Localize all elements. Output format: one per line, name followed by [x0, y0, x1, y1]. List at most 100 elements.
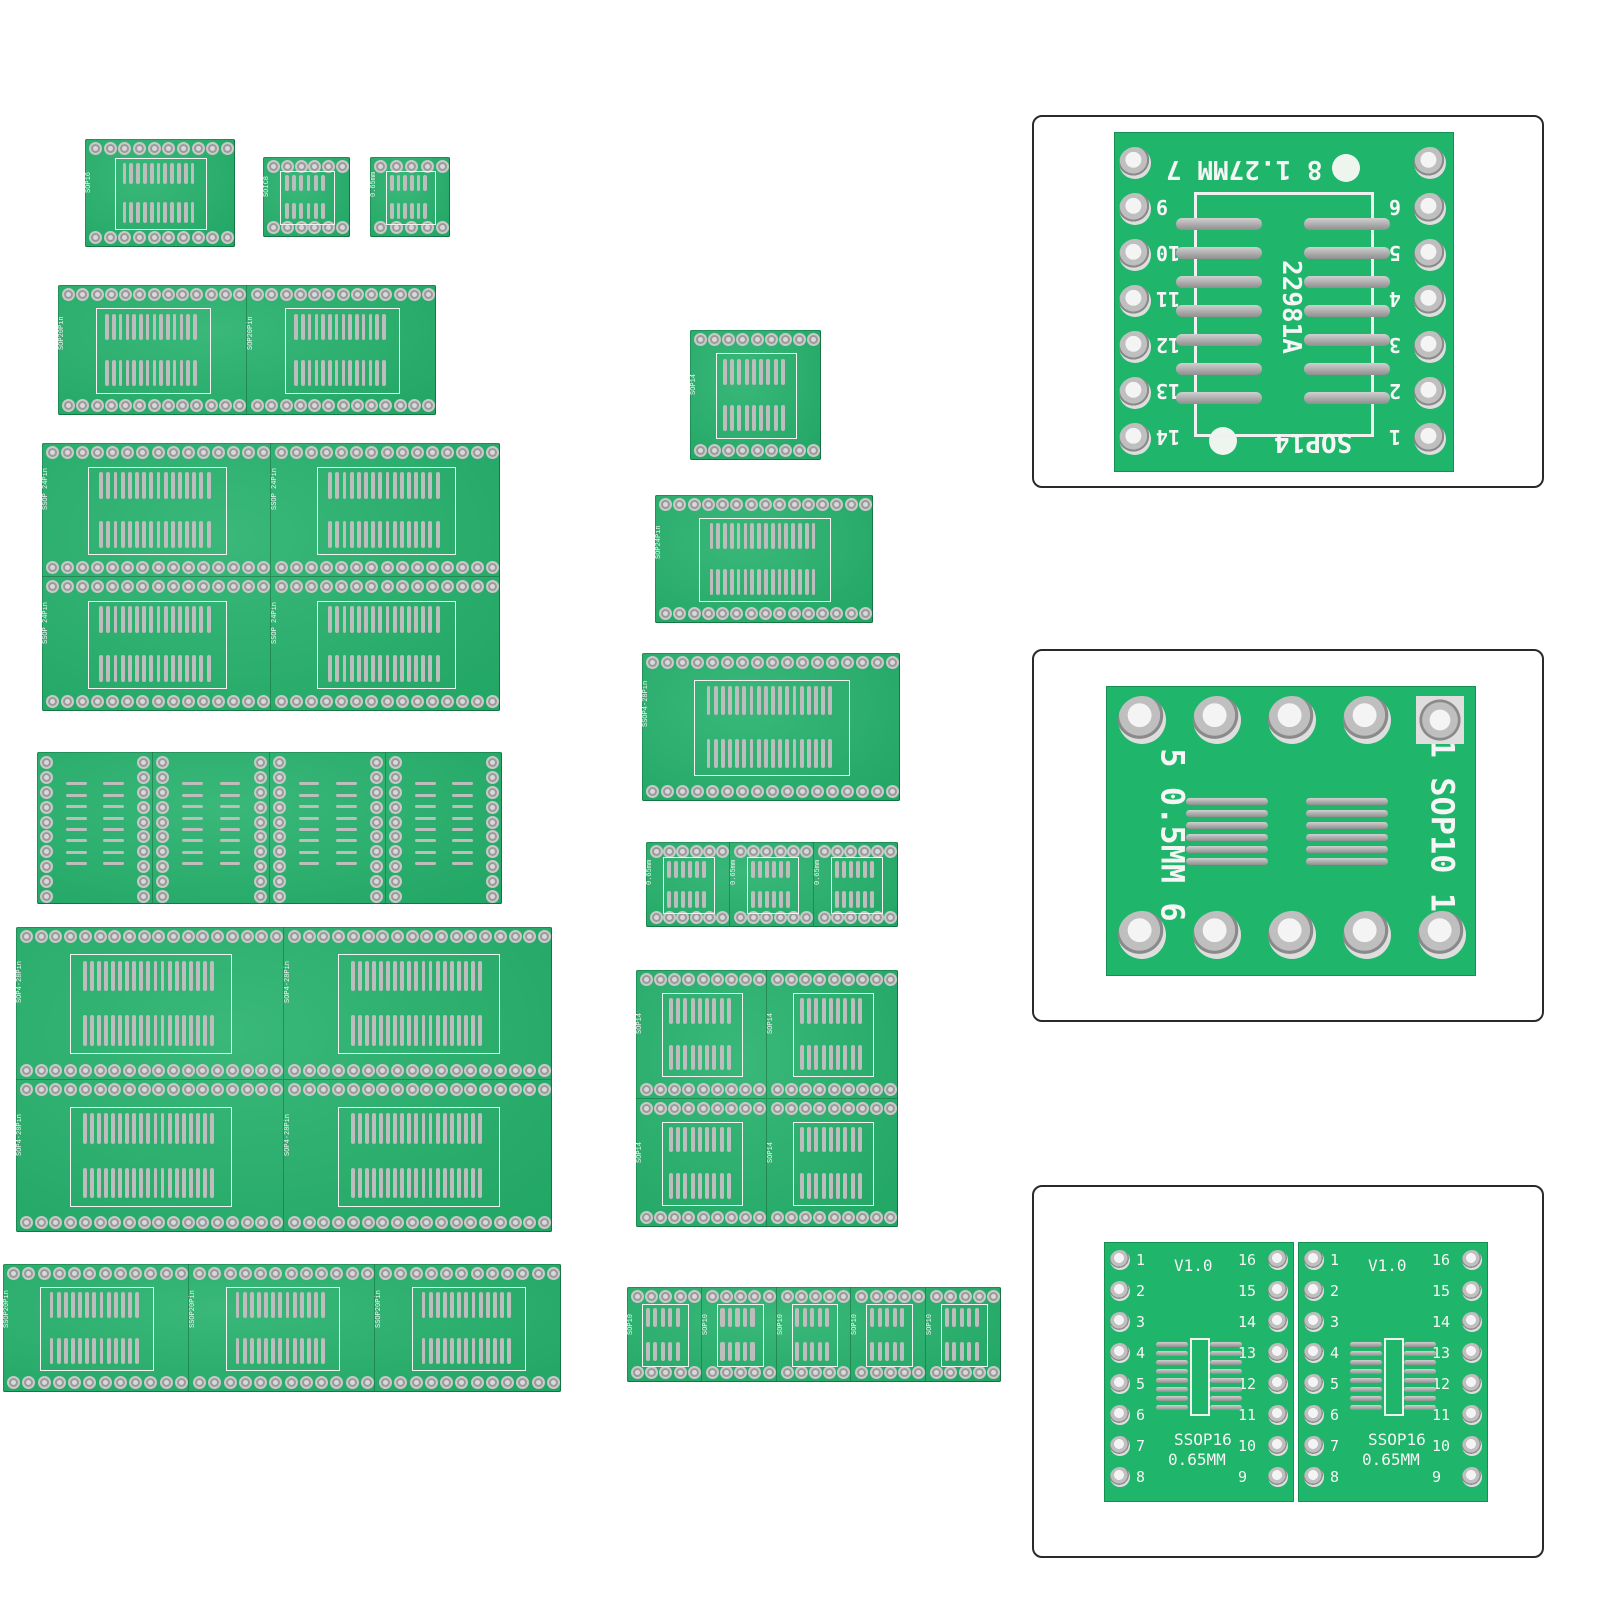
smd-pad	[1350, 1405, 1382, 1410]
through-hole-pad	[783, 787, 792, 796]
smd-pad	[723, 523, 727, 549]
pcb-cell: SSOP 24Pin	[271, 577, 500, 711]
through-hole-pad	[427, 448, 437, 457]
smd-pad	[335, 850, 357, 854]
through-hole-pad	[549, 1378, 558, 1387]
smd-pad	[959, 1307, 964, 1327]
through-hole-pad	[382, 448, 392, 457]
smd-pad	[371, 654, 376, 682]
through-hole-pad	[304, 1084, 314, 1094]
smd-pad	[118, 1113, 123, 1144]
pin-number: 14	[1156, 425, 1181, 449]
through-hole-pad	[135, 233, 144, 242]
through-hole-pad	[390, 758, 400, 767]
through-hole-pad	[348, 1065, 358, 1075]
smd-pad	[219, 816, 241, 820]
smd-pad	[111, 1015, 116, 1046]
through-hole-pad	[168, 563, 178, 572]
smd-pad	[676, 1173, 681, 1199]
through-hole-pad	[488, 772, 497, 782]
smd-pad	[335, 805, 357, 809]
through-hole-pad	[723, 658, 732, 667]
through-hole-pad	[442, 1378, 452, 1387]
zoom-panel-sop10: 5 0.5MM 6 1 SOP10 10	[1032, 649, 1544, 1022]
smd-pad	[836, 1044, 841, 1071]
smd-pad	[256, 1338, 261, 1364]
smd-pad	[1350, 1360, 1382, 1365]
pin-number: 2	[1389, 379, 1402, 403]
through-hole-pad	[139, 847, 149, 857]
smd-pad	[182, 862, 204, 866]
smd-pad	[199, 520, 204, 548]
through-hole-pad	[656, 1103, 666, 1113]
smd-pad	[709, 523, 714, 549]
through-hole-pad	[871, 1103, 881, 1113]
through-hole-pad	[1268, 696, 1316, 744]
smd-pad	[668, 1044, 673, 1071]
through-hole-pad	[225, 1378, 235, 1387]
through-hole-pad	[158, 847, 168, 857]
through-hole-pad	[390, 877, 400, 887]
smd-pad	[456, 1167, 461, 1199]
smd-pad	[256, 1292, 261, 1318]
through-hole-pad	[801, 1213, 811, 1222]
smd-pad	[356, 520, 361, 548]
smd-pad	[192, 606, 197, 634]
through-hole-pad	[540, 932, 549, 941]
smd-pad	[306, 174, 311, 191]
through-hole-pad	[95, 932, 105, 941]
through-hole-pad	[274, 862, 284, 872]
smd-pad	[299, 1292, 304, 1318]
smd-pad	[821, 1044, 826, 1071]
smd-pad	[759, 405, 764, 432]
smd-pad	[299, 203, 304, 220]
smd-pad	[136, 201, 140, 224]
smd-pad	[172, 313, 177, 340]
through-hole-pad	[334, 932, 344, 941]
through-hole-pad	[108, 563, 118, 572]
through-hole-pad	[782, 1368, 792, 1377]
smd-pad	[811, 569, 816, 595]
smd-pad	[113, 654, 118, 682]
smd-pad	[132, 360, 136, 387]
through-hole-pad	[684, 1213, 694, 1222]
through-hole-pad	[1304, 1467, 1324, 1487]
smd-pad	[298, 828, 320, 831]
through-hole-pad	[371, 832, 381, 842]
through-hole-pad	[135, 144, 144, 153]
through-hole-pad	[337, 582, 347, 591]
board-label: SOIC8	[263, 175, 271, 197]
through-hole-pad	[773, 1213, 782, 1222]
smd-pad	[379, 1015, 384, 1046]
through-hole-pad	[540, 1065, 549, 1075]
smd-pad	[49, 1338, 54, 1364]
ssop16-name: SSOP16	[1368, 1430, 1426, 1449]
silkscreen-outline	[316, 467, 457, 555]
smd-pad	[113, 472, 118, 500]
through-hole-pad	[466, 1218, 476, 1227]
through-hole-pad	[51, 1218, 61, 1227]
smd-pad	[149, 520, 154, 548]
smd-pad	[156, 606, 161, 634]
smd-pad	[843, 1044, 848, 1071]
through-hole-pad	[762, 847, 772, 856]
through-hole-pad	[169, 932, 179, 941]
through-hole-pad	[91, 233, 100, 242]
smd-pad	[135, 472, 139, 500]
smd-pad	[414, 782, 436, 786]
smd-pad	[771, 738, 775, 769]
smd-pad	[683, 1044, 688, 1071]
through-hole-pad	[139, 787, 149, 797]
smd-pad	[736, 569, 741, 595]
smd-pad	[668, 998, 673, 1024]
smd-pad	[681, 860, 685, 878]
through-hole-pad	[736, 847, 745, 856]
smd-pad	[414, 793, 436, 797]
smd-pad	[414, 960, 419, 992]
through-hole-pad	[381, 1269, 390, 1278]
smd-pad	[219, 782, 241, 786]
smd-pad	[142, 654, 147, 682]
smd-pad	[235, 1338, 240, 1364]
through-hole-pad	[22, 932, 31, 941]
board-label: SOP24Pin	[655, 525, 663, 559]
